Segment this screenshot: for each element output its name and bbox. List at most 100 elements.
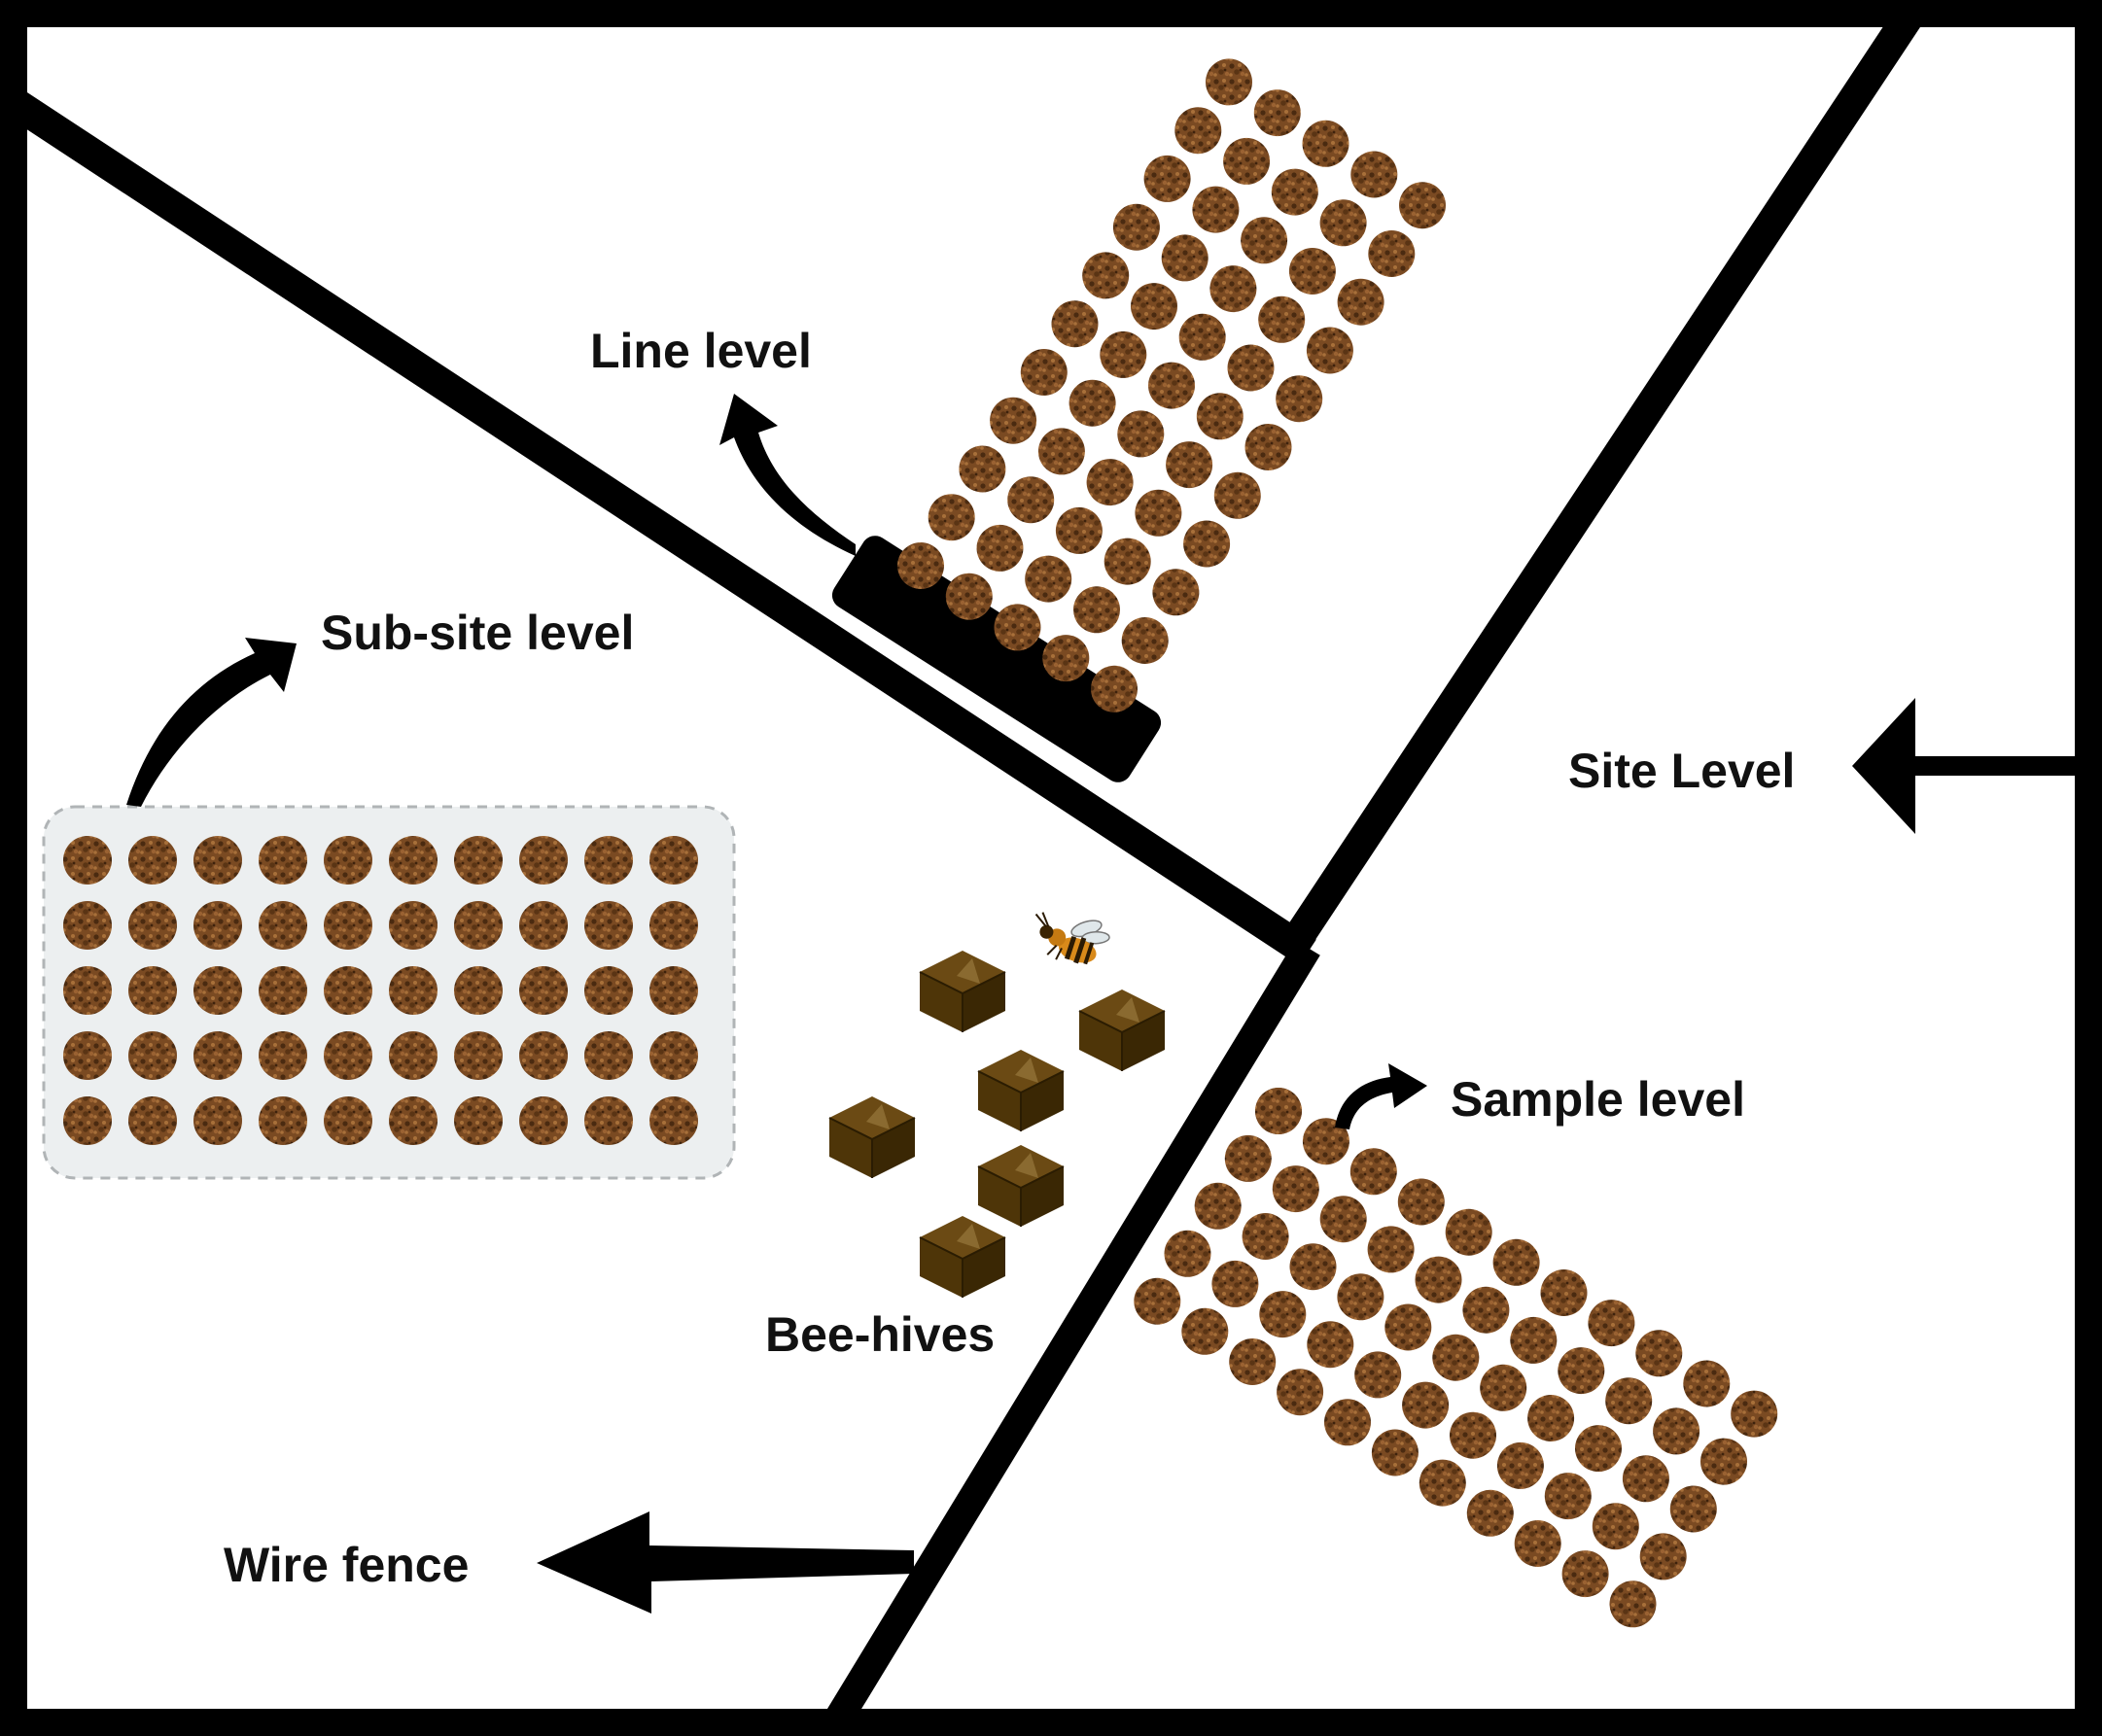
soil-sample-circle-icon — [1288, 248, 1336, 295]
soil-sample-circle-icon — [1259, 1291, 1307, 1338]
soil-sample-circle-icon — [389, 901, 438, 950]
soil-sample-circle-icon — [193, 1096, 242, 1145]
soil-sample-circle-icon — [1007, 476, 1055, 524]
soil-sample-circle-icon — [519, 966, 568, 1015]
soil-sample-circle-icon — [389, 1031, 438, 1080]
soil-sample-circle-icon — [1622, 1455, 1669, 1503]
wire-fence-right — [1275, 5, 1924, 961]
soil-sample-circle-icon — [1121, 617, 1169, 664]
soil-sample-circle-icon — [1354, 1351, 1402, 1399]
soil-sample-circle-icon — [1653, 1407, 1700, 1455]
soil-sample-circle-icon — [1272, 1165, 1319, 1213]
soil-sample-circle-icon — [1540, 1269, 1588, 1316]
bee-icon — [1034, 912, 1110, 965]
bee-hive-box-icon — [919, 1215, 1006, 1299]
soil-sample-circle-icon — [1480, 1364, 1527, 1411]
subsite-panel — [42, 805, 736, 1180]
soil-sample-circle-icon — [897, 542, 944, 589]
soil-sample-circle-icon — [1255, 1088, 1302, 1134]
bee-hive-box-icon — [828, 1095, 916, 1179]
soil-sample-circle-icon — [324, 966, 372, 1015]
soil-sample-circle-icon — [1242, 1213, 1289, 1260]
soil-sample-circle-icon — [1432, 1334, 1480, 1381]
soil-sample-circle-icon — [128, 1031, 177, 1080]
soil-sample-circle-icon — [193, 836, 242, 885]
soil-sample-circle-icon — [649, 966, 698, 1015]
line-level-label: Line level — [590, 324, 812, 378]
soil-sample-circle-icon — [1289, 1243, 1337, 1291]
soil-sample-circle-icon — [63, 901, 112, 950]
soil-sample-circle-icon — [1731, 1390, 1778, 1438]
soil-sample-circle-icon — [1104, 538, 1151, 585]
soil-sample-circle-icon — [1161, 234, 1209, 282]
soil-sample-circle-icon — [1609, 1580, 1657, 1628]
soil-sample-circle-icon — [1229, 1338, 1277, 1385]
soil-sample-circle-icon — [63, 966, 112, 1015]
subsite-level-arrow — [126, 638, 297, 807]
soil-sample-circle-icon — [1368, 230, 1416, 277]
soil-sample-circle-icon — [1148, 362, 1195, 409]
soil-sample-circle-icon — [389, 836, 438, 885]
soil-sample-circle-icon — [1100, 330, 1147, 378]
soil-sample-circle-icon — [1592, 1503, 1639, 1550]
soil-sample-circle-icon — [1025, 555, 1072, 603]
soil-sample-circle-icon — [1209, 265, 1257, 313]
soil-sample-circle-icon — [1639, 1533, 1687, 1580]
sample-line-bar — [831, 536, 1162, 782]
soil-sample-circle-icon — [1091, 665, 1138, 712]
soil-sample-circle-icon — [1042, 635, 1090, 682]
soil-sample-circle-icon — [63, 1096, 112, 1145]
soil-sample-circle-icon — [324, 1031, 372, 1080]
soil-sample-circle-icon — [63, 1031, 112, 1080]
soil-sample-circle-icon — [1399, 182, 1446, 229]
soil-sample-circle-icon — [324, 1096, 372, 1145]
soil-sample-circle-icon — [1271, 168, 1318, 216]
soil-sample-circle-icon — [1514, 1520, 1561, 1567]
soil-sample-circle-icon — [389, 966, 438, 1015]
soil-sample-circle-icon — [1241, 217, 1288, 264]
soil-sample-circle-icon — [193, 901, 242, 950]
soil-sample-circle-icon — [1152, 569, 1200, 616]
soil-sample-circle-icon — [1051, 300, 1099, 348]
soil-sample-circle-icon — [1319, 199, 1367, 247]
soil-sample-circle-icon — [1337, 1273, 1384, 1321]
soil-sample-circle-icon — [1558, 1347, 1605, 1395]
soil-sample-circle-icon — [1492, 1238, 1540, 1286]
soil-sample-circle-icon — [259, 1096, 307, 1145]
soil-sample-circle-icon — [1227, 344, 1275, 392]
soil-sample-circle-icon — [1196, 393, 1244, 440]
soil-sample-circle-icon — [519, 1096, 568, 1145]
soil-sample-circle-icon — [1337, 278, 1384, 326]
soil-sample-circle-icon — [1277, 1369, 1324, 1416]
soil-sample-circle-icon — [1194, 1182, 1242, 1230]
soil-sample-circle-icon — [1082, 252, 1130, 299]
soil-sample-circle-icon — [1020, 349, 1068, 396]
soil-sample-circle-icon — [1069, 379, 1116, 427]
soil-sample-circle-icon — [976, 524, 1024, 572]
soil-sample-circle-icon — [649, 901, 698, 950]
soil-sample-circle-icon — [128, 966, 177, 1015]
soil-sample-circle-icon — [1544, 1473, 1592, 1520]
soil-sample-circle-icon — [1253, 89, 1301, 137]
soil-sample-circle-icon — [990, 397, 1037, 444]
soil-sample-circle-icon — [945, 573, 993, 620]
soil-sample-circle-icon — [519, 901, 568, 950]
soil-sample-circle-icon — [454, 1031, 503, 1080]
soil-sample-circle-icon — [128, 901, 177, 950]
subsite-sample-grid — [63, 836, 698, 1145]
soil-sample-circle-icon — [1683, 1360, 1731, 1407]
soil-sample-circle-icon — [1371, 1429, 1419, 1476]
soil-sample-circle-icon — [1450, 1411, 1496, 1459]
soil-sample-circle-icon — [1143, 155, 1191, 202]
sample-level-arrow — [1335, 1063, 1427, 1129]
soil-sample-circle-icon — [1319, 1196, 1367, 1243]
soil-sample-circle-icon — [1192, 186, 1240, 233]
bee-hive-box-icon — [977, 1049, 1065, 1132]
soil-sample-circle-icon — [1588, 1300, 1635, 1347]
soil-sample-circle-icon — [1561, 1550, 1609, 1598]
soil-sample-circle-icon — [584, 901, 633, 950]
soil-sample-circle-icon — [454, 966, 503, 1015]
soil-sample-circle-icon — [1575, 1425, 1622, 1473]
